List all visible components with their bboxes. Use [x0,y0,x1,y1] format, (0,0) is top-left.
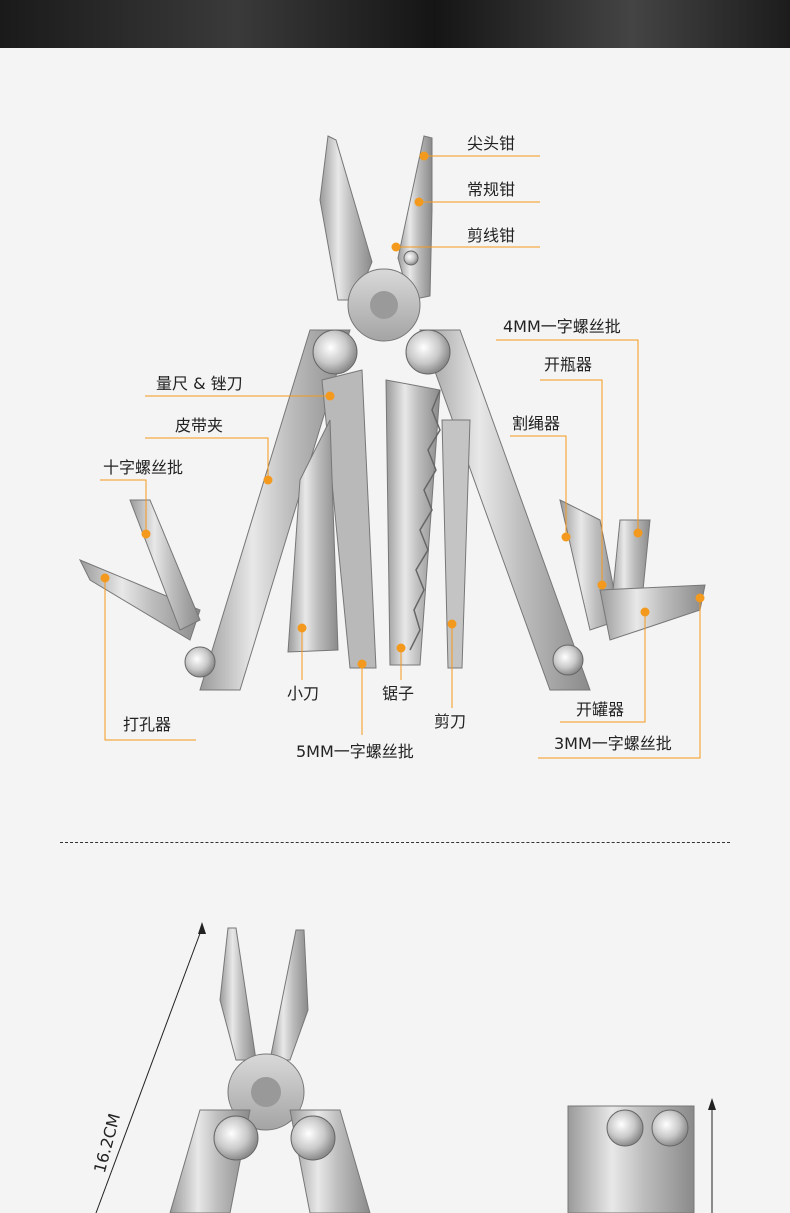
file-blade [321,369,377,669]
closed-pliers-jaw-right [269,929,309,1061]
label-knife: 小刀 [287,684,320,703]
closed-pliers-jaw-left [219,927,257,1061]
knife-blade [287,419,339,653]
label-flat-screwdriver-3mm: 3MM一字螺丝批 [554,734,672,753]
label-awl: 打孔器 [123,715,172,734]
label-flat-screwdriver-5mm: 5MM一字螺丝批 [296,742,414,761]
scissors-blade [441,419,471,669]
can-opener-tool [599,584,706,641]
label-flat-screwdriver-4mm: 4MM一字螺丝批 [503,317,621,336]
label-needle-nose-pliers: 尖头钳 [467,134,516,153]
label-ruler-file: 量尺 & 锉刀 [156,374,243,393]
label-can-opener: 开罐器 [576,700,625,719]
saw-blade [385,379,441,666]
label-phillips-screwdriver: 十字螺丝批 [103,458,184,477]
label-belt-clip: 皮带夹 [175,416,224,435]
label-wire-cutter: 剪线钳 [467,226,516,245]
awl [78,559,201,641]
label-scissors: 剪刀 [434,712,467,731]
section-divider [60,842,730,843]
label-rope-cutter: 割绳器 [512,414,561,433]
header-banner [0,0,790,48]
label-bottle-opener: 开瓶器 [544,355,593,374]
label-regular-pliers: 常规钳 [467,180,516,199]
label-saw: 锯子 [382,684,415,703]
